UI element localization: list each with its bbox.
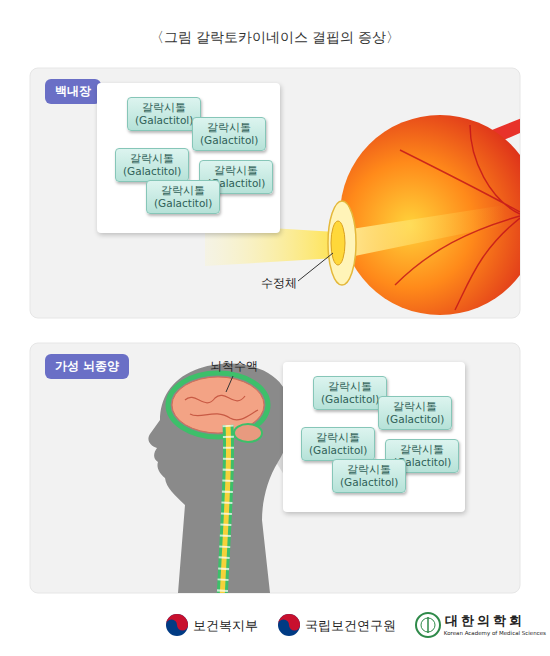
tile-label: 갈락시톨 (Galactitol) (154, 184, 212, 210)
institute-emblem (278, 614, 300, 636)
tile-label: 갈락시톨 (Galactitol) (200, 121, 258, 147)
panel-ground (30, 343, 520, 593)
panel-heading: 백내장 (45, 79, 101, 104)
part-label: 수정체 (261, 276, 297, 291)
tile-label: 갈락시톨 (Galactitol) (123, 152, 181, 178)
logo-text: 보건복지부 (193, 617, 258, 635)
tile-label: 갈락시톨 (Galactitol) (309, 431, 367, 457)
panel-heading: 가성 뇌종양 (45, 354, 129, 379)
leader-line (298, 253, 333, 281)
leader-line (226, 376, 233, 392)
galactitol-tile: 갈락시톨 (Galactitol) (301, 427, 375, 461)
tile-label: 갈락시톨 (Galactitol) (321, 380, 379, 406)
academy-seal (416, 613, 440, 637)
logo-text: 대한의학회 (445, 612, 525, 630)
galactitol-tile: 갈락시톨 (Galactitol) (146, 180, 220, 214)
logo-subtext: Korean Academy of Medical Sciences (444, 630, 546, 636)
galactitol-tile: 갈락시톨 (Galactitol) (127, 97, 201, 131)
ministry-emblem (166, 614, 188, 636)
logo-text: 국립보건연구원 (305, 617, 396, 635)
figure-title: 〈그림 갈락토카이네이스 결핍의 증상〉 (0, 29, 550, 47)
tile-label: 갈락시톨 (Galactitol) (135, 101, 193, 127)
symptom-panel: 가성 뇌종양갈락시톨 (Galactitol)갈락시톨 (Galactitol)… (30, 343, 520, 593)
head-drawing (148, 364, 300, 593)
part-label: 뇌척수액 (210, 359, 258, 374)
tile-label: 갈락시톨 (Galactitol) (386, 400, 444, 426)
callout-box: 갈락시톨 (Galactitol) 갈락시톨 (Galactitol) 갈락시톨 (… (97, 83, 280, 233)
galactitol-tile: 갈락시톨 (Galactitol) (192, 117, 266, 151)
galactitol-tile: 갈락시톨 (Galactitol) (378, 396, 452, 430)
callout-box: 갈락시톨 (Galactitol) 갈락시톨 (Galactitol) 갈락시톨 (… (283, 362, 465, 512)
tile-label: 갈락시톨 (Galactitol) (340, 463, 398, 489)
galactitol-tile: 갈락시톨 (Galactitol) (332, 459, 406, 493)
galactitol-tile: 갈락시톨 (Galactitol) (115, 148, 189, 182)
galactitol-tile: 갈락시톨 (Galactitol) (313, 376, 387, 410)
